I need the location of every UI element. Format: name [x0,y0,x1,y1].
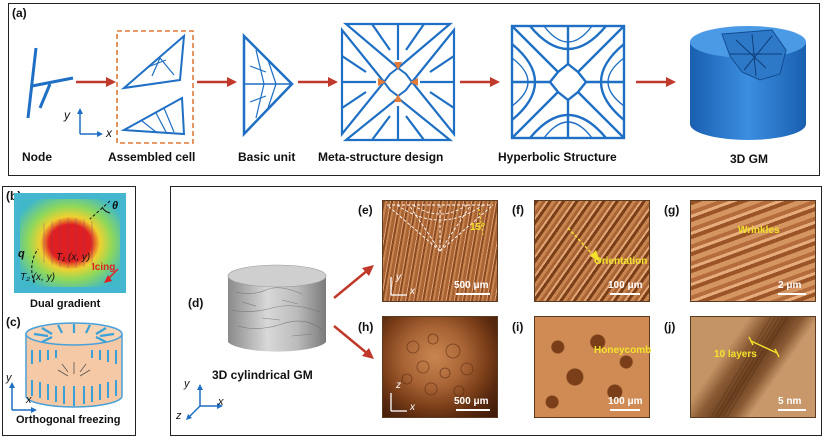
tem-image-j [690,316,816,418]
panel-h-label: (h) [358,320,374,334]
arrow-right-icon [636,77,676,87]
honeycomb-annotation: Honeycomb [594,345,652,356]
wrinkles-annotation: Wrinkles [738,225,780,236]
d-axis-x: x [218,396,224,408]
panel-a [8,3,820,176]
e-axis-y: y [396,272,401,283]
f-scale-label: 100 μm [608,280,643,291]
panel-g-label: (g) [664,203,680,217]
cylindrical-gm-caption: 3D cylindrical GM [212,368,313,382]
h-axis-z: z [396,380,401,391]
basic-unit-structure [242,32,294,138]
orientation-arrow-icon [567,227,600,262]
orientation-annotation: Orientation [594,256,648,267]
f-scale-bar [610,293,640,295]
layers-annotation: 10 layers [714,349,757,360]
icing-label: Icing [92,262,116,273]
panel-e-label: (e) [358,203,373,217]
panel-d-label: (d) [188,296,204,310]
3d-gm-cylinder [690,26,806,140]
arrow-right-icon [460,77,500,87]
e-scale-bar [456,293,490,295]
panel-j-label: (j) [664,320,676,334]
h-scale-bar [456,409,490,411]
j-scale-bar [778,409,806,411]
node-axis-y: y [64,108,70,122]
cylindrical-gm-photo [227,264,327,352]
meta-structure-design [340,22,456,142]
c-axis-y: y [6,372,12,384]
arrow-right-icon [76,77,116,87]
t2-label: T₂ (x, y) [20,272,55,283]
orthogonal-freezing-caption: Orthogonal freezing [16,414,121,426]
step-meta-structure-label: Meta-structure design [318,150,444,164]
j-scale-label: 5 nm [778,396,802,407]
d-axis-z: z [176,410,182,422]
i-scale-label: 100 μm [608,396,643,407]
sem-image-g [690,200,816,302]
g-scale-label: 2 μm [778,280,802,291]
sem-image-h [382,316,498,418]
g-scale-bar [778,293,806,295]
t1-label: T₁ (x, y) [56,252,91,263]
node-axes-icon [77,108,103,137]
orthogonal-freezing-cylinder [25,322,123,408]
panel-f-label: (f) [512,203,524,217]
sem-image-e [382,200,498,302]
node-axis-x: x [106,126,112,140]
step-3d-gm-label: 3D GM [730,152,769,166]
panel-i-label: (i) [512,320,524,334]
theta-label: θ [112,200,119,212]
e-axis-x: x [410,286,415,297]
step-assembled-cell-label: Assembled cell [108,150,196,164]
d-axis-y: y [184,378,190,390]
h-axis-x: x [410,402,415,413]
arrow-right-icon [197,77,237,87]
q-label: q [18,248,25,260]
panel-a-label: (a) [12,6,27,20]
angle-annotation: 15° [470,222,486,233]
c-axes-icon [9,382,37,413]
sem-image-i [534,316,650,418]
arrow-down-right-icon [333,325,374,359]
panel-c-label: (c) [6,315,21,329]
c-axis-x: x [26,394,32,406]
step-hyperbolic-structure-label: Hyperbolic Structure [498,150,617,164]
h-scale-label: 500 μm [454,396,489,407]
sem-image-f [534,200,650,302]
d-axes-icon [186,384,223,420]
e-scale-label: 500 μm [454,280,489,291]
dual-gradient-map [14,193,126,293]
node-structure [26,47,74,119]
hyperbolic-structure [510,24,626,140]
step-basic-unit-label: Basic unit [238,150,296,164]
i-scale-bar [610,409,640,411]
arrow-right-icon [298,77,338,87]
arrow-up-right-icon [333,265,374,299]
assembled-cell-structure [116,30,194,144]
step-node-label: Node [22,150,52,164]
dual-gradient-caption: Dual gradient [30,298,101,310]
